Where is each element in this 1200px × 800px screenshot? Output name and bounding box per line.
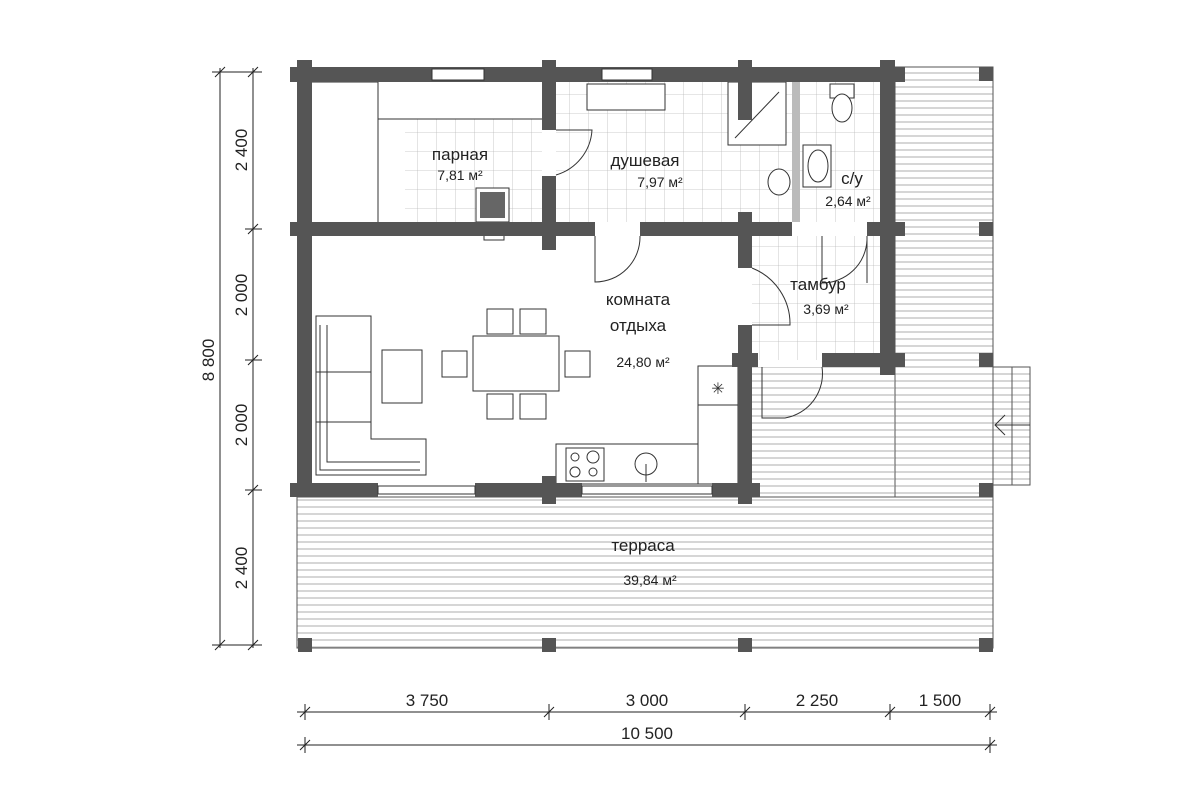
room-name: отдыха: [610, 316, 667, 335]
room-name: душевая: [610, 151, 679, 170]
room-name: с/у: [841, 169, 863, 188]
dimension-label: 3 750: [406, 691, 449, 710]
room-area: 7,97 м²: [637, 174, 683, 190]
room-area: 2,64 м²: [825, 193, 871, 209]
dimension-label: 3 000: [626, 691, 669, 710]
entry-arrow-icon: [994, 414, 1030, 436]
entry-steps: [992, 366, 1031, 486]
room-area: 24,80 м²: [616, 354, 670, 370]
terrace: [296, 66, 1031, 652]
tile-floor: [405, 119, 542, 222]
terrace-posts: [298, 67, 993, 652]
room-area: 7,81 м²: [437, 167, 483, 183]
dimension-label: 2 400: [232, 129, 251, 172]
shower-bench: [586, 83, 666, 111]
drain-icon: [767, 168, 791, 196]
toilet-icon: [829, 83, 855, 123]
partition: [792, 82, 800, 222]
room-name: терраса: [611, 536, 675, 555]
shower-tray-icon: [727, 81, 787, 146]
dimension-label: 2 000: [232, 274, 251, 317]
dimension-label: 2 000: [232, 404, 251, 447]
windows: [377, 68, 713, 495]
cooktop-icon: [565, 447, 605, 482]
dimension-label: 1 500: [919, 691, 962, 710]
dimension-label: 2 400: [232, 547, 251, 590]
coffee-table: [381, 349, 423, 404]
doors: [555, 129, 868, 419]
room-area: 39,84 м²: [623, 572, 677, 588]
tile-floor: [752, 236, 880, 360]
room-area: 3,69 м²: [803, 301, 849, 317]
dimension-label: 2 250: [796, 691, 839, 710]
dimension-lines: [212, 66, 997, 753]
washbasin-icon: [802, 144, 832, 188]
dining-set: [441, 308, 591, 420]
room-name: тамбур: [790, 275, 846, 294]
room-name: комната: [606, 290, 671, 309]
kitchen: ✳: [555, 365, 739, 485]
walls: [290, 60, 905, 504]
fridge-icon: ✳: [711, 381, 724, 398]
room-name: парная: [432, 145, 488, 164]
dimension-total: 10 500: [621, 724, 673, 743]
sofa-icon: [315, 315, 427, 476]
dimension-total: 8 800: [199, 339, 218, 382]
